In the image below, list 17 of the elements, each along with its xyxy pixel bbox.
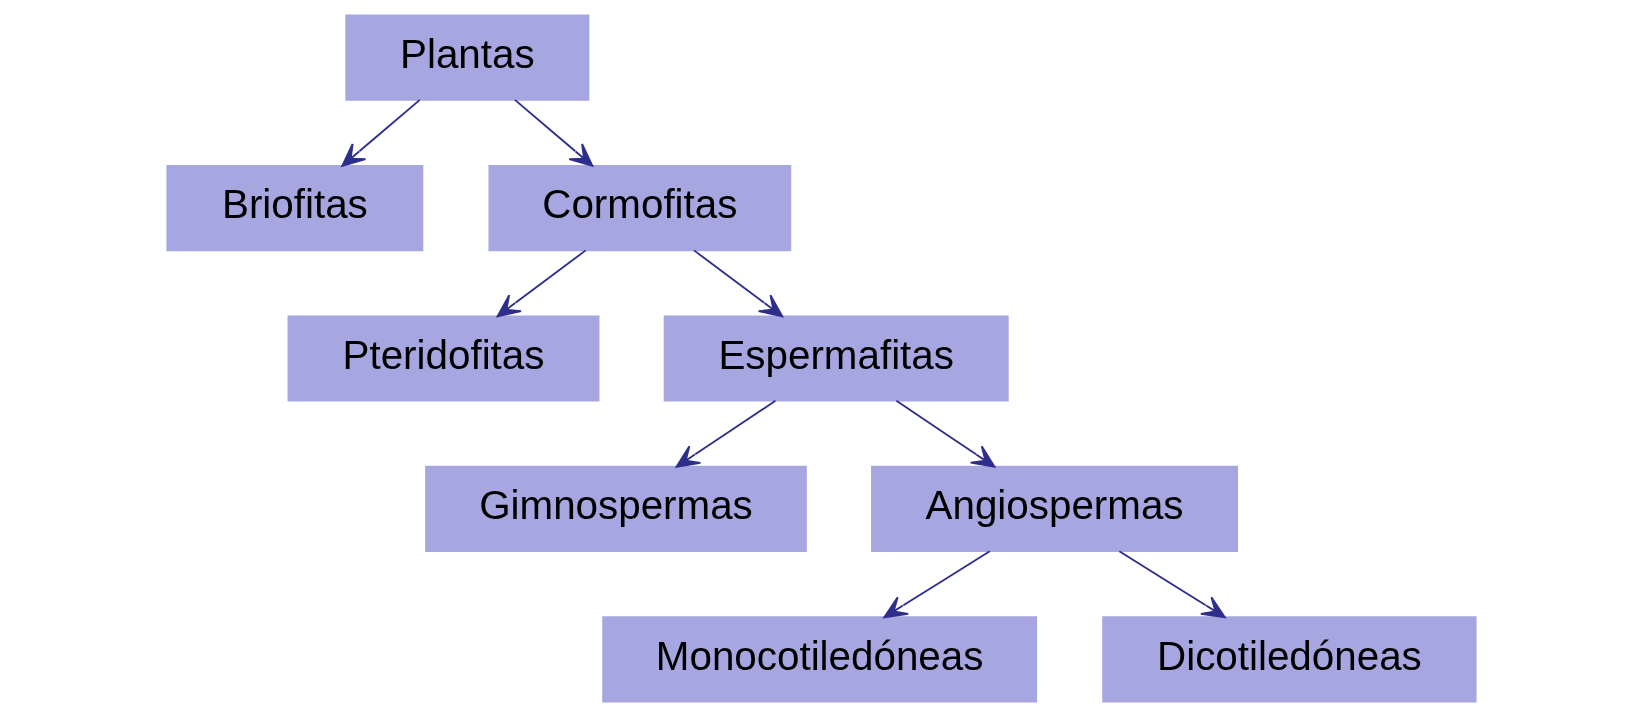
node-box: Plantas (345, 14, 590, 101)
arrow (514, 99, 594, 167)
arrow (496, 249, 587, 318)
arrow (1118, 550, 1226, 619)
arrow (883, 550, 991, 619)
node-box: Cormofitas (488, 164, 792, 252)
node-box: Briofitas (166, 164, 424, 252)
node-box: Angiospermas (871, 465, 1239, 553)
arrow (895, 399, 996, 468)
node-box: Dicotiledóneas (1102, 616, 1477, 703)
node-box: Gimnospermas (425, 465, 807, 553)
arrow (693, 249, 784, 318)
arrow (341, 99, 421, 167)
arrow (675, 399, 777, 468)
node-box: Espermafitas (663, 315, 1009, 402)
node-box: Pteridofitas (287, 315, 600, 402)
node-box: Monocotiledóneas (602, 616, 1038, 703)
